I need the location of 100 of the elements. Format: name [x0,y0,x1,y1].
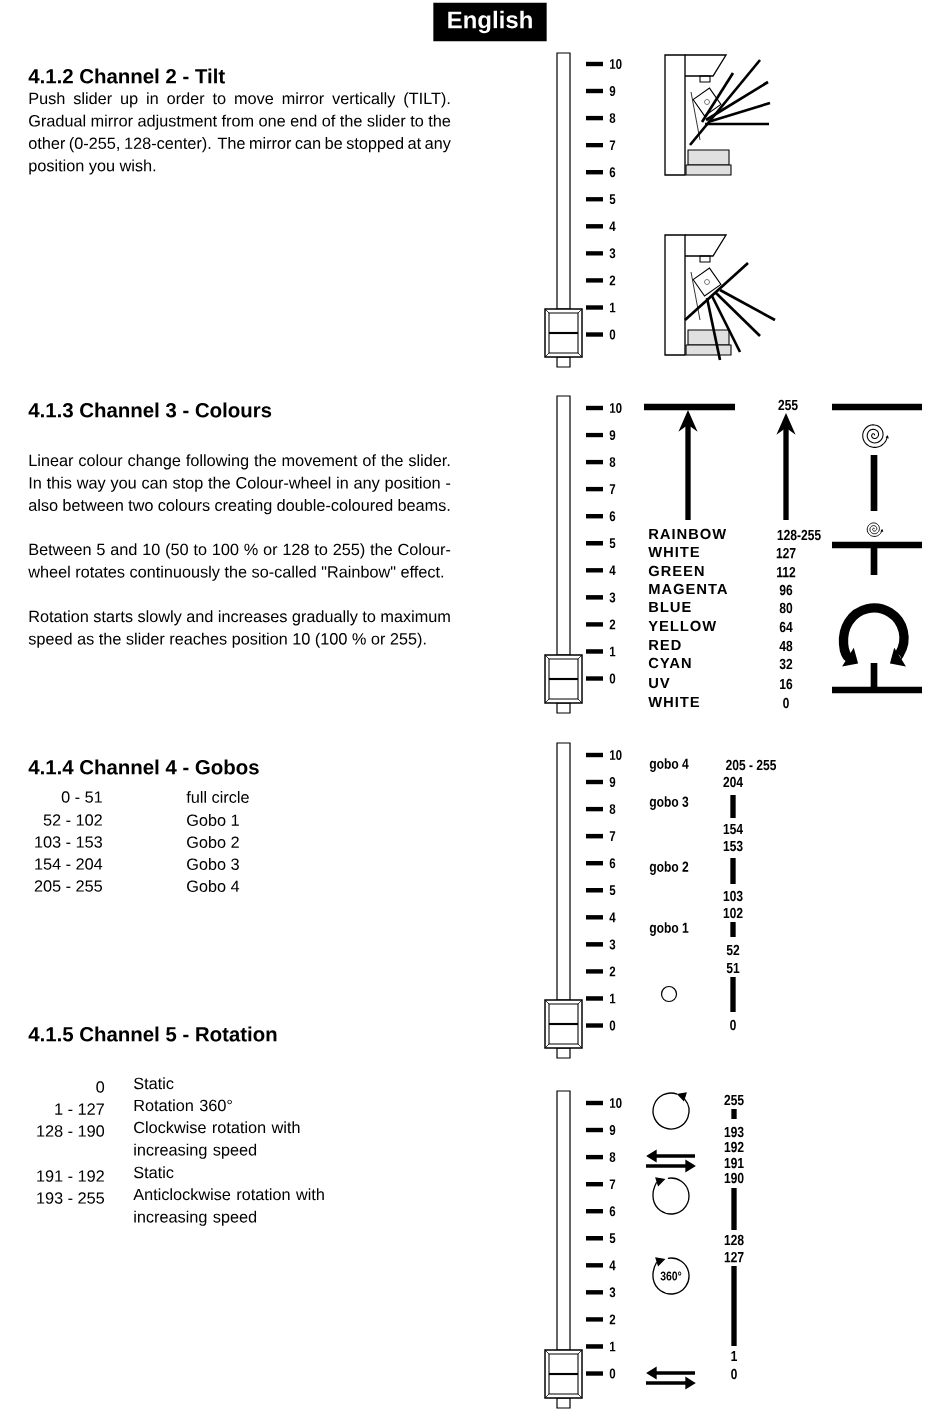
table-cell: Gobo 3 [187,858,239,870]
colour-name: BLUE [649,601,691,613]
scale-number: 8 [609,113,616,124]
scale-number: 4 [609,221,616,232]
scale-number: 1 [610,302,616,313]
scale-number: 2 [609,619,616,630]
scale-number: 5 [609,538,616,549]
scale-number: 0 [609,673,616,684]
scale-number: 9 [609,86,616,96]
table-cell: 154 - 204 [35,858,103,870]
scale-number: 10 [610,1098,622,1108]
table-cell: 128 - 190 [37,1125,105,1137]
dmx-value: 255 [724,1094,744,1106]
dmx-value: 205 - 255 [726,759,777,771]
dmx-value: 154 [723,823,743,835]
scale-number: 9 [609,777,616,787]
scale-number: 2 [609,275,616,286]
degree-label: 360° [660,1271,682,1281]
colour-name: WHITE [648,546,700,558]
dmx-value: 96 [779,584,793,596]
section-heading: 4.1.2 Channel 2 - Tilt [28,68,225,84]
scale-number: 1 [610,993,616,1004]
dmx-value: 0 [730,1019,736,1031]
dmx-value: 48 [779,640,793,652]
scale-number: 2 [609,1314,616,1325]
table-cell: 191 - 192 [37,1170,104,1182]
table-cell: 52 - 102 [43,814,102,826]
scale-number: 10 [610,59,622,69]
scale-number: 7 [609,484,616,494]
colour-name: RAINBOW [649,528,727,540]
section-heading: 4.1.4 Channel 4 - Gobos [28,759,259,775]
scale-number: 3 [609,592,616,603]
gobo-label: gobo 2 [649,861,689,875]
dmx-value: 191 [724,1157,744,1169]
dmx-value: 128 [724,1234,744,1246]
table-cell: 103 - 153 [35,836,102,848]
table-cell: 193 - 255 [37,1192,105,1204]
dmx-value: 1 [731,1351,737,1362]
scale-number: 6 [609,1206,616,1217]
scale-number: 7 [609,140,616,150]
gobo-label: gobo 4 [649,758,689,772]
scale-number: 0 [609,329,616,340]
dmx-value: 16 [780,678,793,690]
dmx-value: 204 [723,776,743,788]
scale-number: 4 [609,565,616,576]
table-cell: Gobo 2 [187,836,239,848]
gobo-label: gobo 1 [649,922,689,936]
scale-number: 6 [609,511,616,522]
section-heading: 4.1.3 Channel 3 - Colours [28,402,272,418]
scale-number: 5 [609,885,616,896]
colour-name: GREEN [648,565,704,577]
section-heading: 4.1.5 Channel 5 - Rotation [28,1026,277,1042]
colour-name: RED [649,639,681,651]
paragraph: Rotation starts slowly and increases gradually to maximum speed as the slider reaches position 10 (100 % or 255). [28,610,450,648]
scale-number: 5 [609,194,616,205]
table-cell: 1 - 127 [55,1103,104,1115]
table-cell: full circle [186,791,249,803]
colour-name: WHITE [648,696,700,708]
scale-number: 4 [609,1260,616,1271]
scale-number: 4 [609,912,616,923]
scale-number: 6 [609,167,616,178]
scale-number: 3 [609,939,616,950]
dmx-value: 192 [724,1141,744,1153]
table-cell: Anticlockwise rotation with increasing speed [133,1188,324,1226]
language-tab: English [433,2,547,42]
paragraph: Linear colour change following the movement of the slider. In this way you can stop the Colour-wheel in any position - also between two colours creating double-coloured beams. [28,454,451,515]
dmx-value: 193 [724,1126,744,1138]
colour-name: CYAN [648,657,691,669]
table-cell: 0 - 51 [61,791,102,803]
scale-number: 8 [609,804,616,815]
scale-number: 0 [609,1020,616,1031]
table-cell: Gobo 4 [187,880,240,892]
scale-number: 9 [609,1125,616,1135]
scale-number: 1 [610,646,616,657]
scale-number: 7 [609,1179,616,1190]
scale-number: 10 [610,403,622,413]
colour-name: MAGENTA [649,583,728,595]
dmx-value: 127 [724,1251,744,1263]
dmx-value: 51 [726,962,740,974]
dmx-value: 190 [724,1172,744,1184]
table-cell: Static [134,1166,174,1179]
dmx-value: 255 [778,399,798,411]
dmx-value: 32 [779,658,793,670]
dmx-value: 0 [783,697,789,709]
scale-number: 2 [609,966,616,977]
scale-number: 3 [609,1287,616,1298]
dmx-value: 103 [723,890,743,902]
scale-number: 1 [610,1341,616,1352]
paragraph: Push slider up in order to move mirror vertically (TILT). Gradual mirror adjustment from one end of the slider to the other (0-255, 128-center). The mirror can be stopped at any position you wish. [28,92,451,175]
gobo-label: gobo 3 [649,796,689,810]
table-cell: Static [134,1077,174,1090]
table-cell: Rotation 360° [134,1099,232,1112]
dmx-value: 80 [779,602,793,614]
colour-name: YELLOW [648,620,717,632]
paragraph: Between 5 and 10 (50 to 100 % or 128 to 255) the Colour-wheel rotates continuously the so-called "Rainbow" effect. [28,543,451,581]
scale-number: 9 [609,430,616,441]
table-cell: Gobo 1 [187,814,239,826]
colour-name: UV [649,677,670,689]
dmx-value: 112 [777,566,796,578]
dmx-value: 102 [723,907,743,919]
